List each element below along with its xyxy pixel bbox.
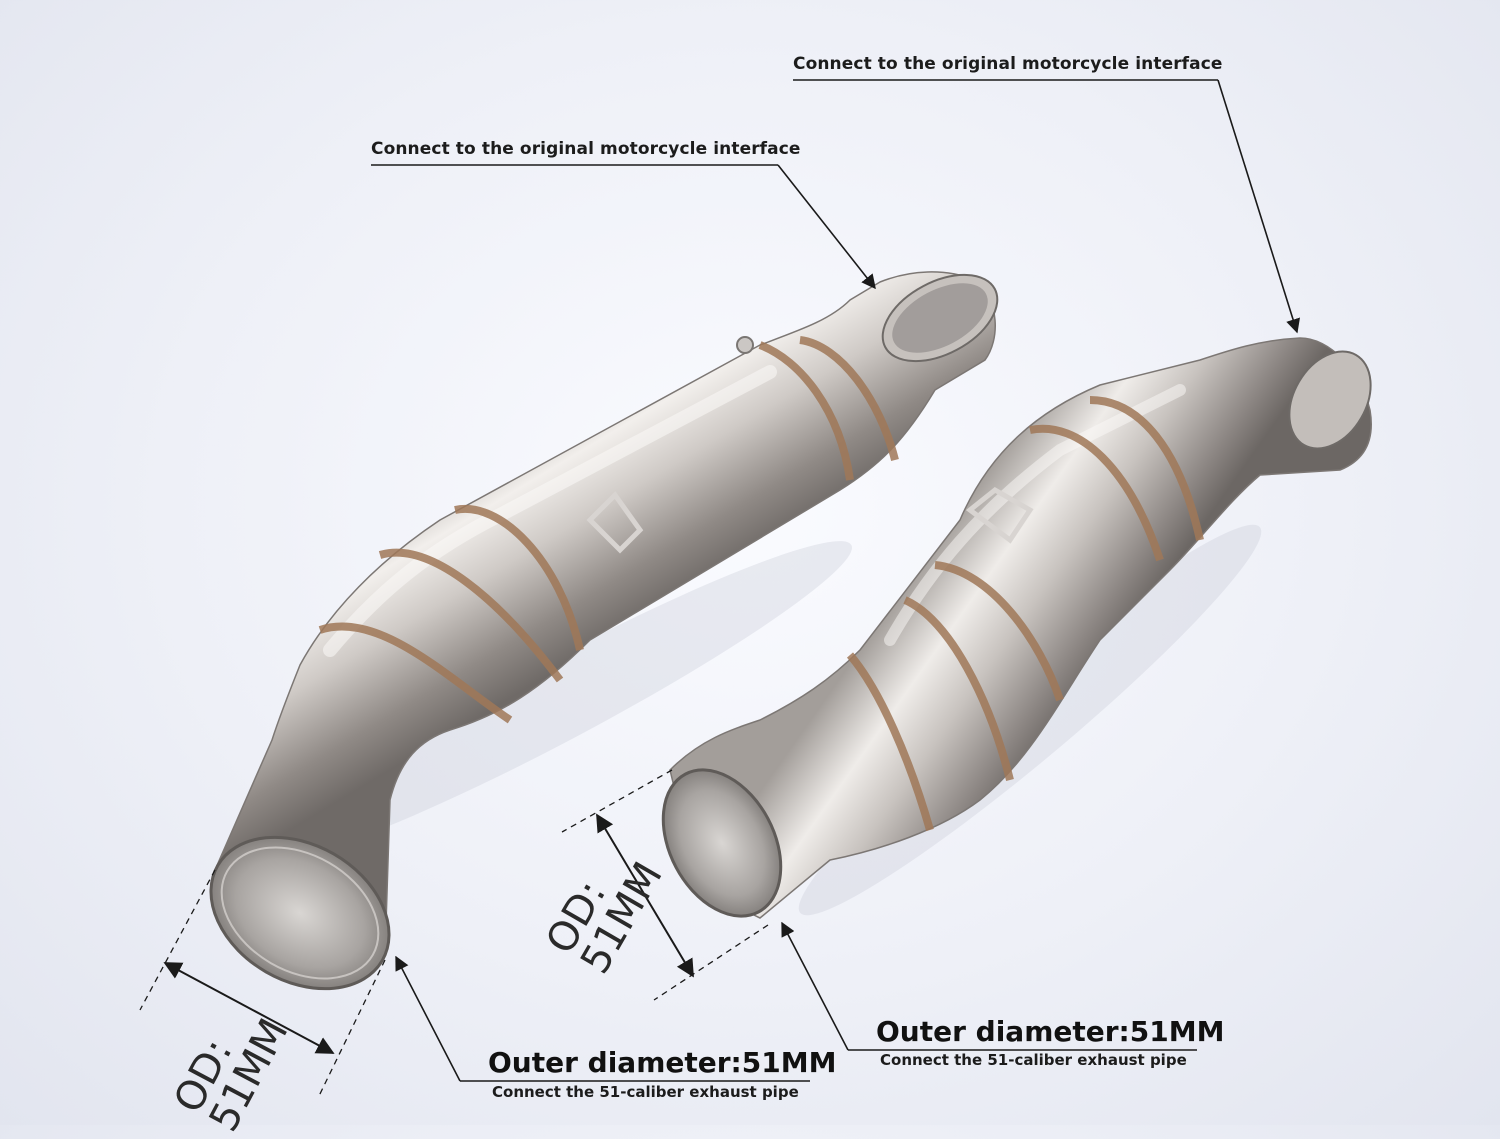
right-weld-bands bbox=[846, 396, 1204, 832]
callout-bottom-left-title: Outer diameter:51MM bbox=[488, 1046, 837, 1079]
dimension-lines bbox=[139, 769, 769, 1099]
left-weld-bands bbox=[318, 336, 899, 724]
right-inlet-rim bbox=[1288, 350, 1372, 450]
left-link-pipe bbox=[209, 271, 999, 991]
callout-bottom-left-subtitle: Connect the 51-caliber exhaust pipe bbox=[492, 1083, 799, 1101]
callout-lines bbox=[371, 79, 1300, 1082]
left-mount-bracket bbox=[586, 491, 644, 554]
callout-top-left-label: Connect to the original motorcycle inter… bbox=[371, 139, 801, 159]
right-mount-bracket bbox=[965, 486, 1034, 544]
callout-bottom-right-title: Outer diameter:51MM bbox=[876, 1015, 1225, 1048]
callout-top-right-label: Connect to the original motorcycle inter… bbox=[793, 54, 1223, 74]
callout-bottom-right-subtitle: Connect the 51-caliber exhaust pipe bbox=[880, 1051, 1187, 1069]
